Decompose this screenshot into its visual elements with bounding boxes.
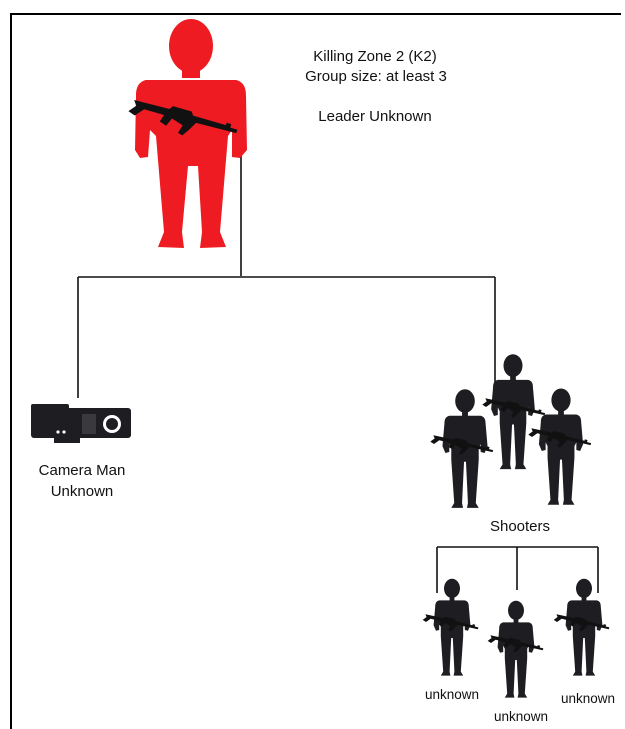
connector-lines: [77, 155, 599, 593]
camera-label-line2: Unknown: [50, 483, 114, 500]
gunman-icon: [538, 388, 584, 505]
leader-figure: [135, 19, 247, 248]
group-size: Group size: at least 3: [305, 68, 447, 85]
group-title: Killing Zone 2 (K2): [313, 48, 437, 65]
gunman-icon: [491, 354, 535, 470]
camera-label-line1: Camera Man: [38, 462, 126, 479]
sub-shooters: [433, 578, 603, 698]
shooters-group: [442, 354, 584, 508]
member-label-right: unknown: [560, 691, 616, 706]
camera-icon: [31, 404, 131, 443]
diagram-frame: [10, 13, 621, 729]
shooters-label: Shooters: [489, 518, 551, 535]
member-label-middle: unknown: [493, 709, 549, 724]
member-label-left: unknown: [424, 687, 480, 702]
leader-label: Leader Unknown: [318, 108, 432, 125]
